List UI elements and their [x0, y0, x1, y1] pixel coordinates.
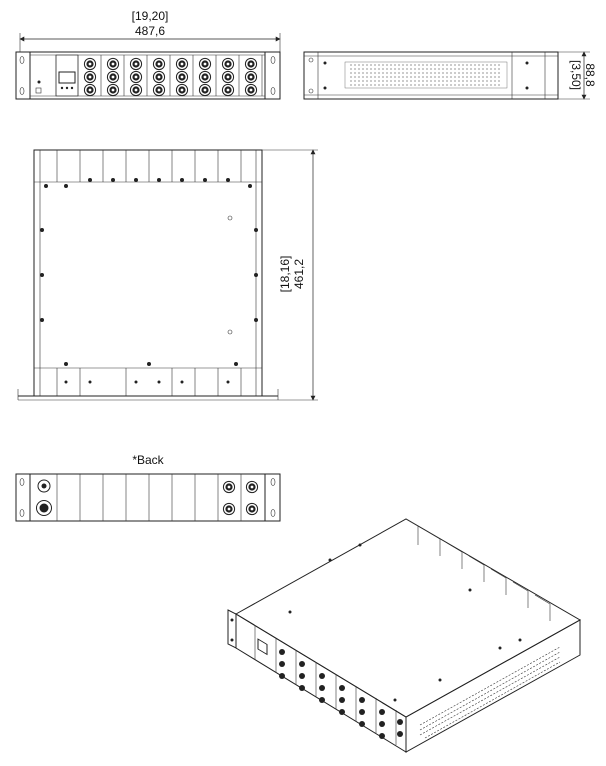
top-view: [18,16] 461,2	[17, 149, 318, 401]
back-label: *Back	[132, 453, 164, 467]
back-view: *Back	[15, 453, 281, 522]
isometric-view	[227, 518, 582, 753]
height-inch-label: [3,50]	[569, 60, 583, 90]
front-connector-grid	[83, 57, 258, 97]
front-view: [19,20] 487,6	[15, 9, 281, 100]
depth-mm-label: 461,2	[292, 259, 306, 289]
depth-inch-label: [18,16]	[278, 256, 292, 293]
vent-pattern	[350, 64, 502, 86]
iso-connector-grid	[279, 649, 403, 739]
iso-side-vents	[419, 646, 561, 739]
width-mm-label: 487,6	[135, 24, 165, 38]
side-view: [3,50] 88,8	[303, 51, 597, 100]
top-screws	[40, 178, 258, 384]
height-mm-label: 88,8	[583, 63, 597, 87]
width-inch-label: [19,20]	[132, 9, 169, 23]
